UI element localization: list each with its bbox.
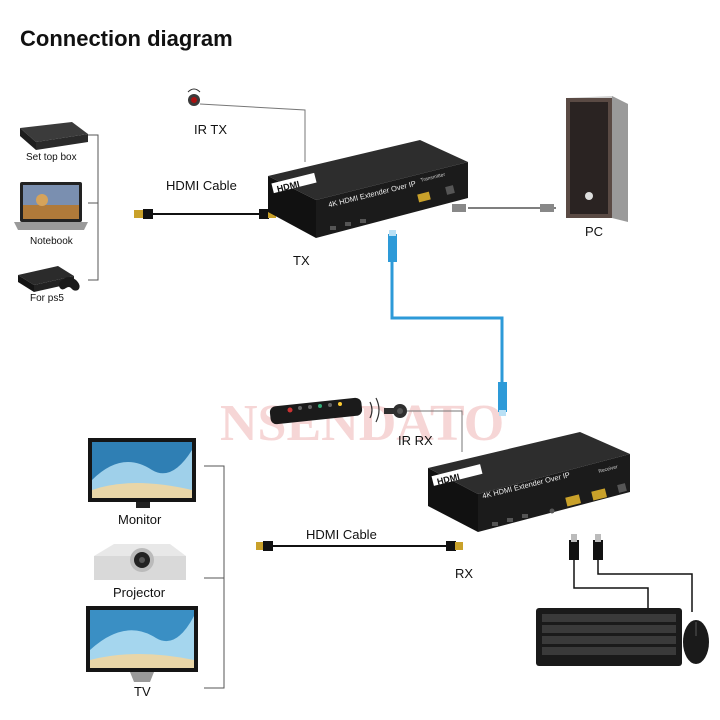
rx-label: RX: [455, 566, 474, 581]
ir-signal-waves: [369, 397, 380, 423]
display-label-monitor: Monitor: [118, 512, 162, 527]
keyboard-icon: [536, 608, 682, 666]
source-bracket: [88, 134, 99, 281]
hdmi-cable-top: [134, 209, 276, 219]
hdmi-cable-label-bottom: HDMI Cable: [306, 527, 377, 542]
hdmi-cable-bottom: [256, 541, 463, 551]
tv-icon: [86, 606, 198, 682]
tx-label: TX: [293, 253, 310, 268]
usb-cables: [569, 534, 693, 612]
projector-icon: [94, 544, 186, 580]
ir-transmitter-icon: [187, 88, 201, 106]
rx-role: Receiver: [598, 464, 619, 475]
watermark: NSENDATO: [220, 395, 504, 452]
ir-tx-label: IR TX: [194, 122, 227, 137]
game-console-icon: [18, 266, 80, 292]
pc-label: PC: [585, 224, 604, 239]
notebook-icon: [14, 182, 88, 230]
monitor-icon: [88, 438, 196, 508]
pc-cable: [452, 204, 556, 212]
mouse-icon: [683, 620, 709, 664]
source-label-set-top-box: Set top box: [26, 152, 77, 163]
source-label-ps5: For ps5: [30, 293, 64, 304]
rx-unit: HDMI 4K HDMI Extender Over IP Receiver: [428, 432, 630, 532]
network-cable: [388, 230, 507, 416]
tx-unit: HDMI 4K HDMI Extender Over IP Transmitte…: [268, 140, 468, 238]
display-label-projector: Projector: [113, 585, 166, 600]
ir-tx-cable: [199, 103, 306, 162]
ir-receiver-icon: [384, 404, 407, 418]
remote-control-icon: [269, 397, 363, 425]
display-bracket: [204, 465, 225, 689]
source-label-notebook: Notebook: [30, 236, 73, 247]
ir-rx-label: IR RX: [398, 433, 433, 448]
tx-role: Transmitter: [420, 172, 446, 184]
hdmi-cable-label-top: HDMI Cable: [166, 178, 237, 193]
set-top-box-icon: [20, 122, 88, 150]
display-label-tv: TV: [134, 684, 151, 699]
pc-tower-icon: [566, 96, 628, 222]
ir-rx-cable: [407, 410, 463, 452]
page-title: Connection diagram: [20, 26, 233, 51]
